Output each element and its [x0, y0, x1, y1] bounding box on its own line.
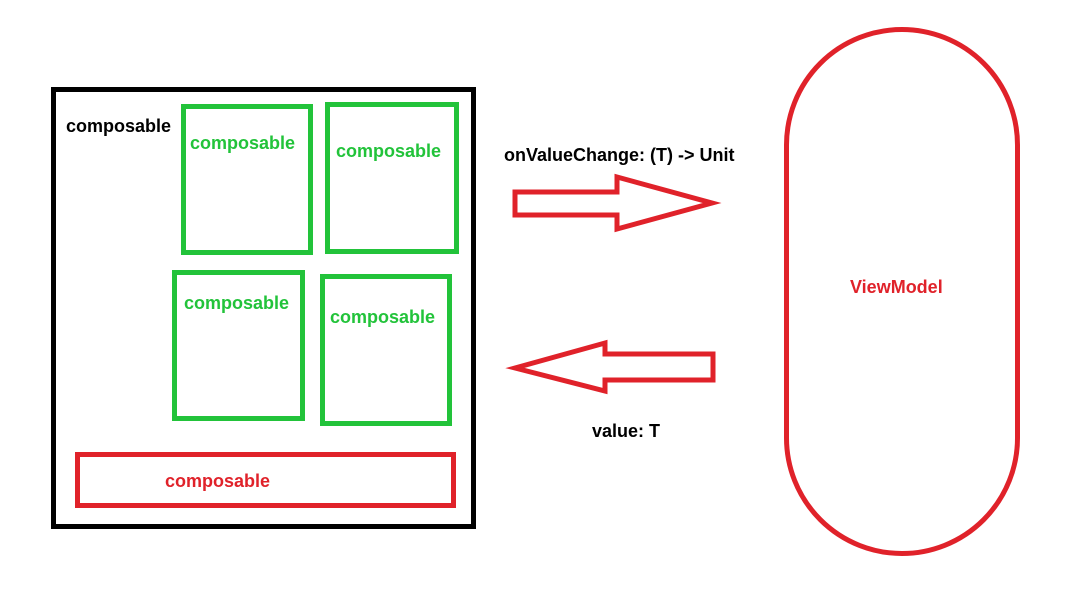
- inner-composable-box-3: [172, 270, 305, 421]
- state-flow-label: value: T: [592, 421, 661, 441]
- viewmodel-shape: [784, 27, 1020, 556]
- outer-composable-label: composable: [66, 116, 172, 136]
- bottom-composable-box: [75, 452, 456, 508]
- inner-composable-box-4: [320, 274, 452, 426]
- inner-composable-box-2: [325, 102, 459, 254]
- inner-composable-label-2: composable: [336, 141, 442, 161]
- viewmodel-label: ViewModel: [850, 277, 943, 297]
- event-flow-label: onValueChange: (T) -> Unit: [504, 145, 735, 165]
- inner-composable-label-4: composable: [330, 307, 436, 327]
- inner-composable-label-3: composable: [184, 293, 290, 313]
- bottom-composable-label: composable: [165, 471, 271, 491]
- inner-composable-label-1: composable: [190, 133, 296, 153]
- inner-composable-box-1: [181, 104, 313, 255]
- outer-composable-box: [51, 87, 476, 529]
